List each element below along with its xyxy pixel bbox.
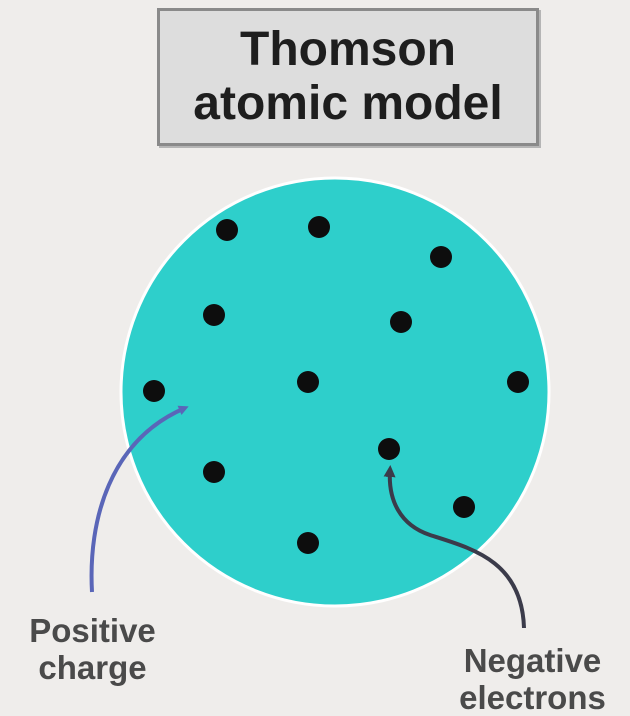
positive-charge-label-line-2: charge (38, 649, 147, 686)
electrons-group (143, 216, 529, 554)
title-line-2: atomic model (193, 77, 503, 130)
positive-charge-label-line-1: Positive (29, 612, 156, 649)
electron (430, 246, 452, 268)
positive-charge-sphere (119, 176, 551, 608)
negative-electrons-label: Negative electrons (440, 642, 625, 716)
negative-electrons-label-line-2: electrons (459, 679, 606, 716)
positive-charge-arrow (89, 405, 189, 593)
electron (390, 311, 412, 333)
electron (308, 216, 330, 238)
electron (378, 438, 400, 460)
negative-electrons-label-line-1: Negative (463, 642, 602, 679)
electron (203, 461, 225, 483)
electron (297, 532, 319, 554)
negative-electron-arrow (383, 465, 526, 629)
electron (143, 380, 165, 402)
title-box: Thomson atomic model (157, 8, 539, 146)
title-line-1: Thomson (240, 23, 456, 76)
positive-charge-label: Positive charge (10, 612, 175, 686)
electron (216, 219, 238, 241)
electron (507, 371, 529, 393)
electron (453, 496, 475, 518)
electron (203, 304, 225, 326)
electron (297, 371, 319, 393)
